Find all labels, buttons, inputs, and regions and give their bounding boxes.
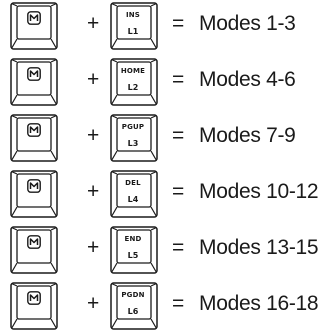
logo-key bbox=[10, 2, 58, 50]
key-outline bbox=[110, 114, 158, 162]
mode-range-label: Modes 16-18 bbox=[199, 292, 319, 315]
key-outline bbox=[10, 58, 58, 106]
mode-range-label: Modes 10-12 bbox=[199, 180, 319, 203]
plus-sign: + bbox=[87, 68, 100, 91]
brand-logo-icon bbox=[27, 179, 41, 193]
logo-key bbox=[10, 226, 58, 274]
mode-range-label: Modes 4-6 bbox=[199, 68, 296, 91]
plus-sign: + bbox=[87, 12, 100, 35]
key-outline bbox=[110, 282, 158, 330]
brand-logo-icon bbox=[27, 235, 41, 249]
logo-key bbox=[10, 282, 58, 330]
plus-sign: + bbox=[87, 124, 100, 147]
equals-sign: = bbox=[172, 292, 185, 315]
function-key: PGUP L3 bbox=[110, 114, 158, 162]
function-key: INS L1 bbox=[110, 2, 158, 50]
key-outline bbox=[110, 2, 158, 50]
key-outline bbox=[110, 170, 158, 218]
key-outline bbox=[110, 58, 158, 106]
logo-key bbox=[10, 170, 58, 218]
key-outline bbox=[10, 2, 58, 50]
key-outline bbox=[10, 282, 58, 330]
equals-sign: = bbox=[172, 68, 185, 91]
function-key: HOME L2 bbox=[110, 58, 158, 106]
mode-row: + DEL L4 = Modes 10-12 bbox=[0, 168, 331, 220]
equals-sign: = bbox=[172, 124, 185, 147]
equals-sign: = bbox=[172, 180, 185, 203]
key-outline bbox=[10, 226, 58, 274]
plus-sign: + bbox=[87, 236, 100, 259]
mode-row: + HOME L2 = Modes 4-6 bbox=[0, 56, 331, 108]
brand-logo-icon bbox=[27, 67, 41, 81]
mode-range-label: Modes 7-9 bbox=[199, 124, 296, 147]
key-outline bbox=[10, 170, 58, 218]
key-outline bbox=[110, 226, 158, 274]
function-key: PGDN L6 bbox=[110, 282, 158, 330]
mode-row: + PGUP L3 = Modes 7-9 bbox=[0, 112, 331, 164]
logo-key bbox=[10, 58, 58, 106]
mode-range-label: Modes 13-15 bbox=[199, 236, 319, 259]
mode-row: + PGDN L6 = Modes 16-18 bbox=[0, 280, 331, 332]
equals-sign: = bbox=[172, 12, 185, 35]
brand-logo-icon bbox=[27, 11, 41, 25]
logo-key bbox=[10, 114, 58, 162]
mode-row: + INS L1 = Modes 1-3 bbox=[0, 0, 331, 52]
mode-row: + END L5 = Modes 13-15 bbox=[0, 224, 331, 276]
plus-sign: + bbox=[87, 292, 100, 315]
brand-logo-icon bbox=[27, 123, 41, 137]
function-key: DEL L4 bbox=[110, 170, 158, 218]
mode-range-label: Modes 1-3 bbox=[199, 12, 296, 35]
function-key: END L5 bbox=[110, 226, 158, 274]
brand-logo-icon bbox=[27, 291, 41, 305]
equals-sign: = bbox=[172, 236, 185, 259]
key-outline bbox=[10, 114, 58, 162]
plus-sign: + bbox=[87, 180, 100, 203]
